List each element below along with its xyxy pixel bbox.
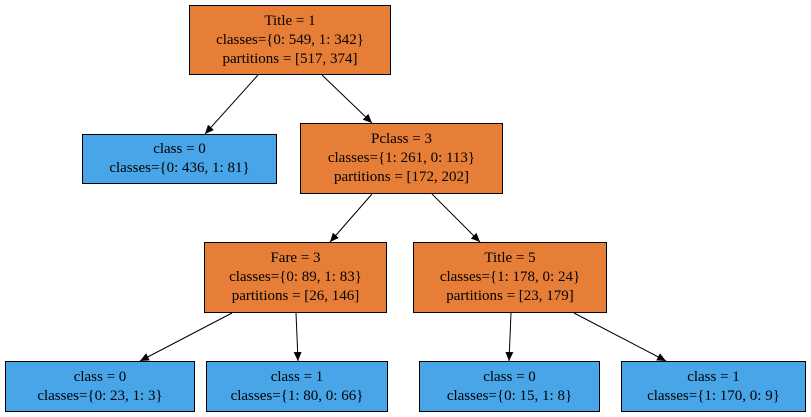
edge-root-to-pclass [321,74,373,124]
leaf-label: class = 0 [483,368,536,385]
edge-root-to-leaf-root-left [204,74,259,135]
leaf-classes: classes={0: 23, 1: 3} [37,387,163,404]
edge-title5-to-leaf-title5-left [505,312,514,362]
node-partitions: partitions = [172, 202] [333,169,470,185]
node-title-5: Title = 5 classes={1: 178, 0: 24} partit… [413,242,607,313]
leaf-classes: classes={1: 80, 0: 66} [230,387,364,404]
node-classes: classes={1: 178, 0: 24} [439,269,581,285]
leaf-classes: classes={0: 436, 1: 81} [109,160,250,176]
node-pclass-3: Pclass = 3 classes={1: 261, 0: 113} part… [300,123,503,194]
leaf-class-1-title5-right: class = 1 classes={1: 170, 0: 9} [621,361,806,412]
node-label: Pclass = 3 [371,131,432,147]
leaf-class-0-title5-left: class = 0 classes={0: 15, 1: 8} [419,361,600,412]
node-classes: classes={0: 89, 1: 83} [229,269,362,285]
leaf-label: class = 1 [687,368,740,385]
node-partitions: partitions = [26, 146] [231,288,360,304]
node-partitions: partitions = [23, 179] [446,288,574,304]
node-label: Fare = 3 [270,250,321,266]
node-classes: classes={0: 549, 1: 342} [216,31,364,48]
node-classes: classes={1: 261, 0: 113} [327,150,476,166]
edge-pclass-to-title5 [431,193,481,243]
leaf-class-1-fare-right: class = 1 classes={1: 80, 0: 66} [206,361,388,412]
leaf-label: class = 1 [270,368,324,385]
node-fare-3: Fare = 3 classes={0: 89, 1: 83} partitio… [204,242,387,313]
leaf-label: class = 0 [73,368,127,385]
node-partitions: partitions = [517, 374] [222,50,358,67]
leaf-label: class = 0 [153,141,206,157]
edge-layer [139,74,667,362]
node-label: Title = 1 [264,12,316,29]
leaf-classes: classes={0: 15, 1: 8} [446,387,573,404]
leaf-classes: classes={1: 170, 0: 9} [647,387,780,404]
edge-pclass-to-fare [329,193,373,243]
edge-title5-to-leaf-title5-right [573,312,667,362]
leaf-class-0-root-left: class = 0 classes={0: 436, 1: 81} [82,134,277,184]
node-root-title-1: Title = 1 classes={0: 549, 1: 342} parti… [189,5,391,75]
edge-fare-to-leaf-fare-left [139,312,233,362]
edge-fare-to-leaf-fare-right [293,312,302,362]
node-label: Title = 5 [484,250,536,266]
leaf-class-0-fare-left: class = 0 classes={0: 23, 1: 3} [5,361,195,412]
